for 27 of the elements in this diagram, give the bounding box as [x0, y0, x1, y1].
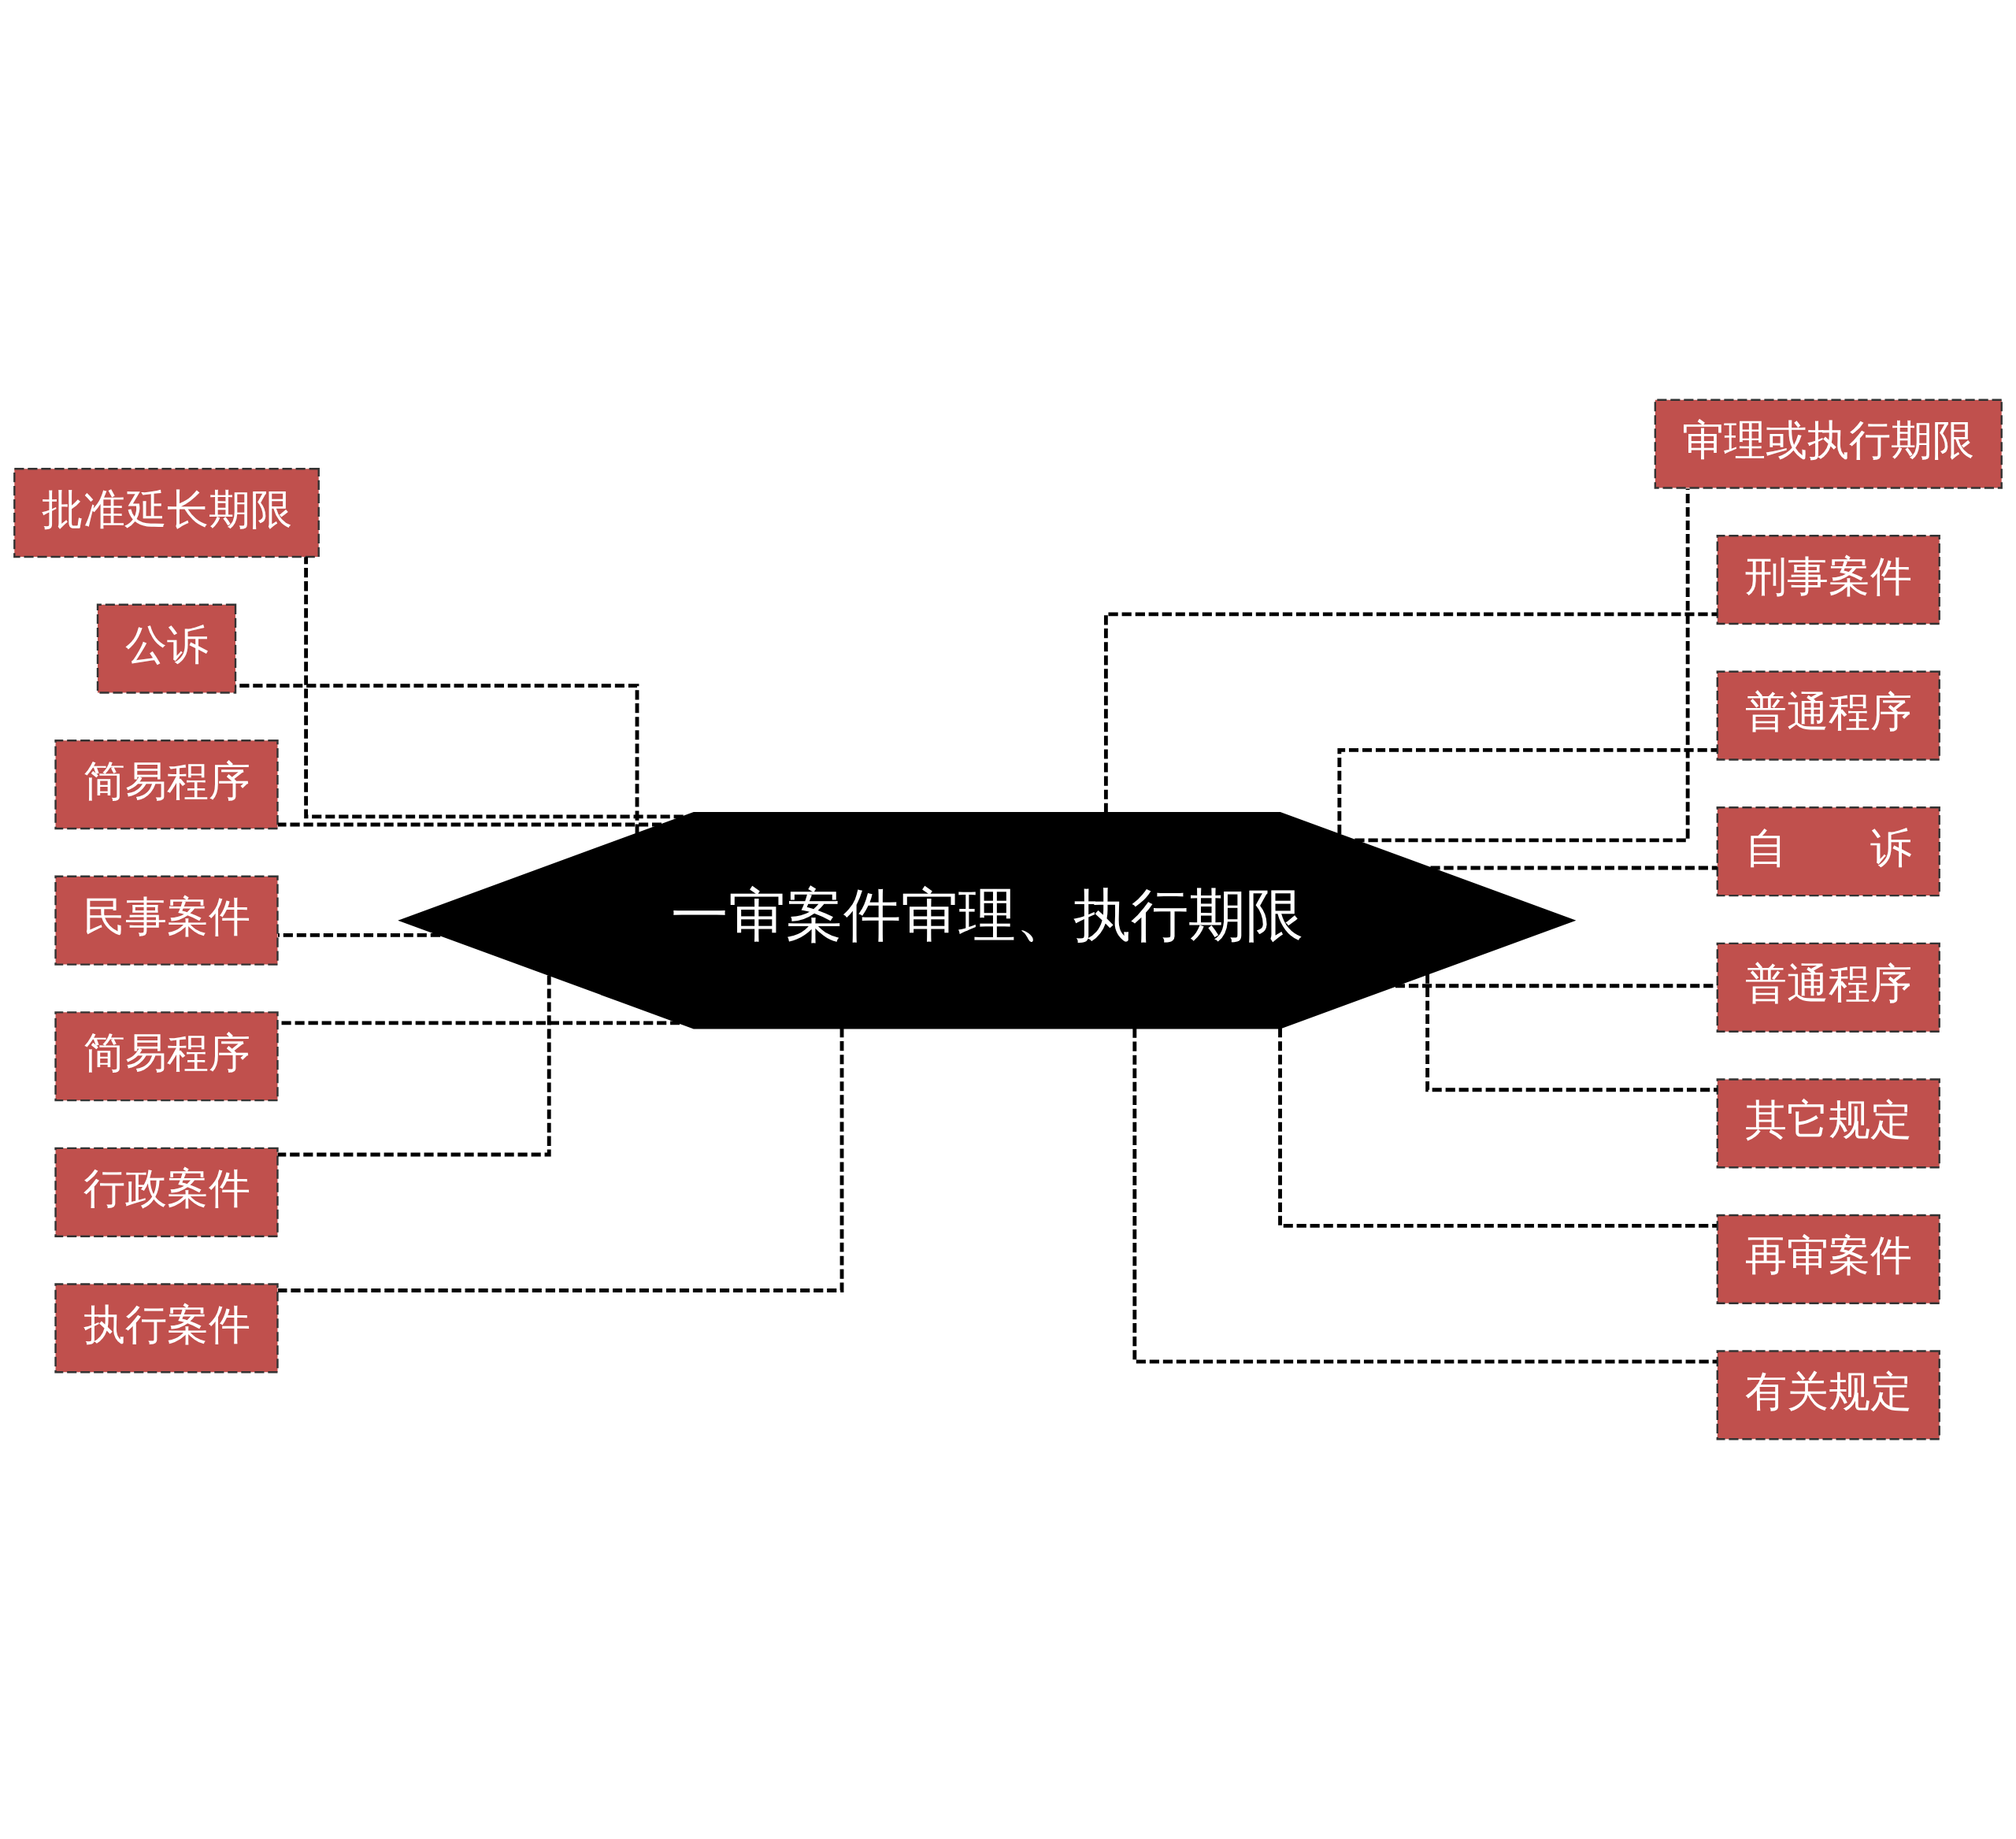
node-box: 批准延长期限: [13, 468, 320, 558]
connector: [278, 1028, 844, 1292]
connector: [1354, 488, 1690, 843]
connector: [304, 557, 684, 819]
node-box: 行政案件: [54, 1147, 279, 1237]
node-box: 普通程序: [1716, 942, 1940, 1033]
node-box: 执行案件: [54, 1283, 279, 1374]
connector: [1278, 1028, 1718, 1228]
connector: [1337, 748, 1718, 835]
node-box: 简易程序: [54, 1011, 279, 1102]
node-box: 公诉: [96, 603, 237, 694]
connector: [1430, 866, 1718, 870]
connector: [278, 932, 441, 937]
connector: [277, 822, 662, 827]
node-box: 刑事案件: [1716, 535, 1940, 625]
node-box: 简易程序: [54, 740, 279, 830]
node-box: 有关规定: [1716, 1350, 1940, 1440]
connector: [277, 975, 551, 1157]
node-box: 其它规定: [1716, 1078, 1940, 1169]
connector: [1103, 612, 1718, 813]
node-box: 再审案件: [1716, 1214, 1940, 1304]
connector: [1425, 973, 1718, 1092]
connector: [1132, 1028, 1718, 1364]
node-box: 普通程序: [1716, 670, 1940, 761]
node-box: 审理或执行期限: [1654, 399, 2003, 489]
node-box: 民事案件: [54, 875, 279, 966]
node-box: 自 诉: [1716, 806, 1940, 897]
